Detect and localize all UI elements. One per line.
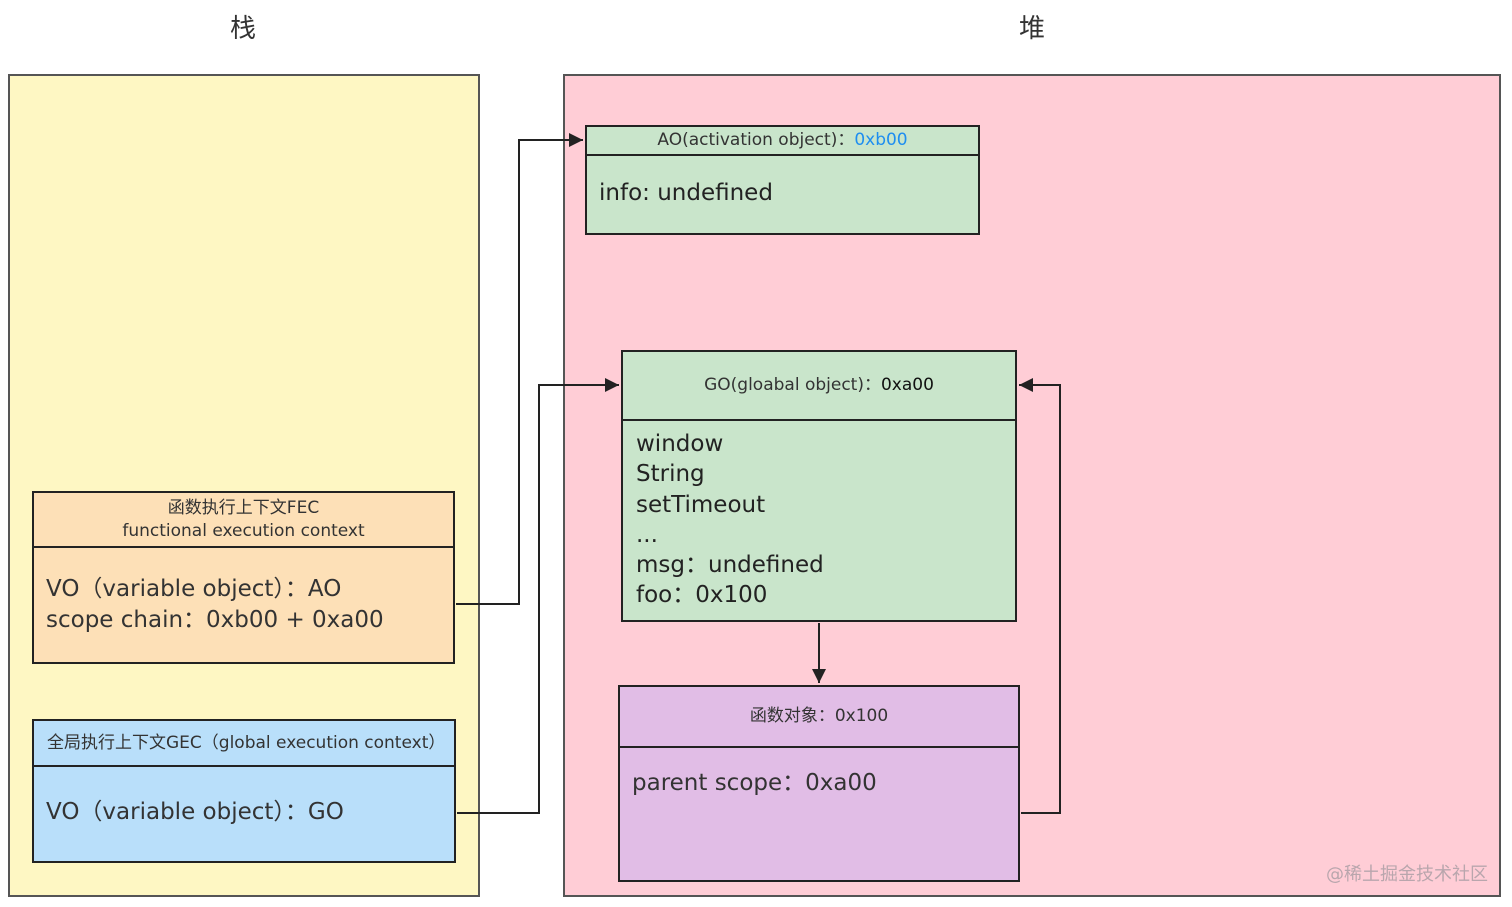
gec-title: 全局执行上下文GEC（global execution context） bbox=[47, 732, 446, 753]
go-item-window: window bbox=[636, 431, 724, 457]
ao-body: info: undefined bbox=[587, 156, 978, 233]
arrow-gec-to-go bbox=[457, 378, 619, 814]
ao-box: AO(activation object)：0xb00 info: undefi… bbox=[585, 125, 980, 235]
go-header: GO(gloabal object)：0xa00 bbox=[623, 352, 1015, 421]
fec-scope-chain: scope chain：0xb00 + 0xa00 bbox=[46, 607, 384, 633]
fec-box: 函数执行上下文FEC functional execution context … bbox=[32, 491, 455, 664]
function-object-header: 函数对象：0x100 bbox=[620, 687, 1018, 748]
gec-body: VO（variable object）：GO bbox=[34, 767, 454, 861]
arrow-function-object-to-go bbox=[1019, 378, 1061, 814]
fec-title-en: functional execution context bbox=[122, 520, 365, 541]
go-item-msg: msg：undefined bbox=[636, 552, 824, 579]
go-address: 0xa00 bbox=[880, 375, 934, 396]
function-object-box: 函数对象：0x100 parent scope：0xa00 bbox=[618, 685, 1020, 882]
heap-title: 堆 bbox=[1018, 14, 1045, 44]
fec-vo: VO（variable object）：AO bbox=[46, 576, 342, 602]
function-object-title: 函数对象：0x100 bbox=[749, 706, 889, 727]
gec-header: 全局执行上下文GEC（global execution context） bbox=[34, 721, 454, 767]
fec-body: VO（variable object）：AO scope chain：0xb00… bbox=[34, 548, 453, 662]
ao-info: info: undefined bbox=[599, 180, 773, 206]
go-item-ellipsis: ... bbox=[636, 521, 658, 548]
gec-vo: VO（variable object）：GO bbox=[46, 799, 344, 825]
watermark: @稀土掘金技术社区 bbox=[1326, 864, 1488, 885]
fec-header: 函数执行上下文FEC functional execution context bbox=[34, 493, 453, 548]
gec-box: 全局执行上下文GEC（global execution context） VO（… bbox=[32, 719, 456, 863]
go-title: GO(gloabal object)： bbox=[704, 375, 881, 396]
function-object-body: parent scope：0xa00 bbox=[620, 748, 1018, 880]
go-item-settimeout: setTimeout bbox=[636, 491, 766, 518]
arrow-fec-to-ao bbox=[456, 133, 583, 605]
ao-address: 0xb00 bbox=[854, 130, 908, 151]
go-body: window String setTimeout ... msg：undefin… bbox=[623, 421, 1015, 620]
go-item-string: String bbox=[636, 461, 705, 488]
ao-title: AO(activation object)： bbox=[657, 130, 855, 151]
go-item-foo: foo：0x100 bbox=[636, 582, 768, 609]
ao-header: AO(activation object)：0xb00 bbox=[587, 127, 978, 156]
stack-title: 栈 bbox=[229, 14, 256, 44]
go-box: GO(gloabal object)：0xa00 window String s… bbox=[621, 350, 1017, 622]
function-parent-scope: parent scope：0xa00 bbox=[632, 770, 877, 796]
fec-title-cn: 函数执行上下文FEC bbox=[167, 498, 320, 519]
